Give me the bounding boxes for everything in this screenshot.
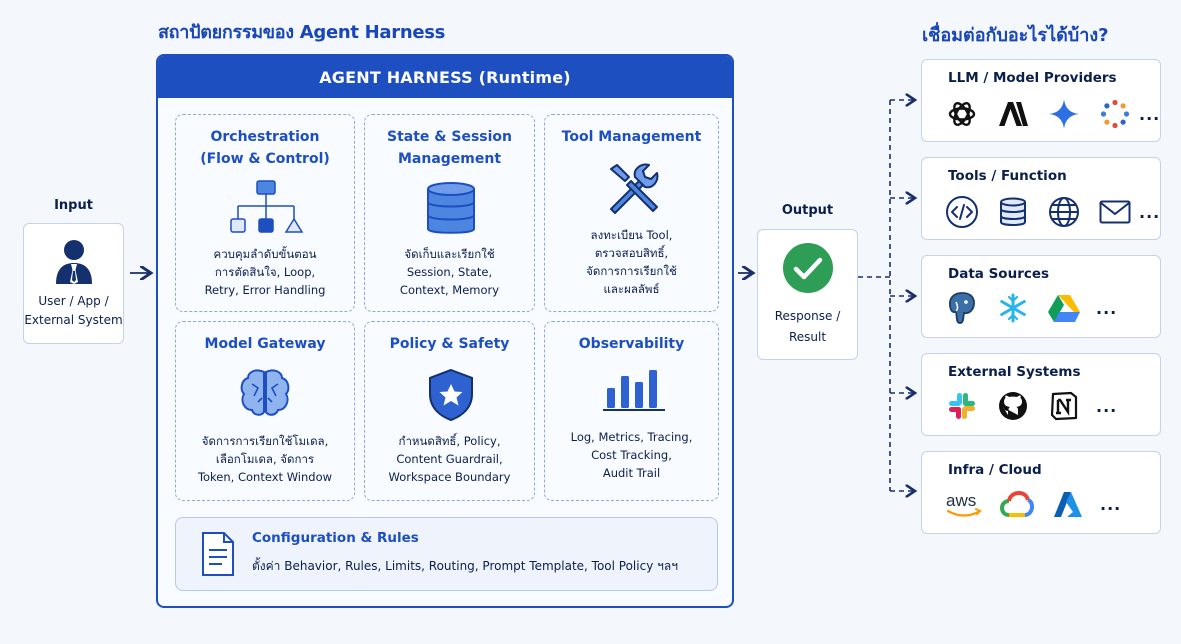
anthropic-icon (995, 96, 1031, 132)
panel-title: LLM / Model Providers (948, 70, 1117, 86)
github-icon (995, 388, 1031, 424)
more-icon: ... (1139, 202, 1161, 222)
panel-title: External Systems (948, 364, 1081, 380)
panel-llm-providers: LLM / Model Providers (921, 59, 1161, 142)
card-title: Model Gateway (204, 336, 326, 352)
output-box: Response / Result (757, 229, 858, 360)
openai-icon (944, 96, 980, 132)
panel-title: Data Sources (948, 266, 1050, 282)
card-state-session: State & Session Management จัดเก็บและเรี… (364, 114, 535, 312)
more-icon: ... (1139, 104, 1161, 124)
card-title: Orchestration (Flow & Control) (200, 129, 330, 167)
input-box: User / App / External System (23, 223, 124, 344)
shield-icon (429, 368, 473, 422)
google-cloud-icon (999, 486, 1035, 522)
mail-icon (1097, 194, 1133, 230)
card-desc: จัดการการเรียกใช้โมเดล, เลือกโมเดล, จัดก… (197, 434, 333, 484)
config-desc: ตั้งค่า Behavior, Rules, Limits, Routing… (252, 559, 678, 573)
panel-infra-cloud: Infra / Cloud aws ... (921, 451, 1161, 534)
panel-external-systems: External Systems (921, 353, 1161, 436)
output-label: Output (781, 203, 834, 218)
more-icon: ... (1096, 396, 1118, 416)
harness-title: AGENT HARNESS (Runtime) (158, 56, 732, 98)
dots-ring-icon (1097, 96, 1133, 132)
azure-icon (1050, 486, 1086, 522)
brain-icon (240, 369, 290, 416)
config-title: Configuration & Rules (252, 530, 419, 546)
card-title: Policy & Safety (389, 336, 510, 352)
card-desc: กำหนดสิทธิ์, Policy, Content Guardrail, … (388, 434, 511, 484)
slack-icon (944, 388, 980, 424)
card-desc: Log, Metrics, Tracing, Cost Tracking, Au… (570, 430, 693, 480)
database-icon (995, 194, 1031, 230)
card-tool-management: Tool Management ลงทะเบียน Tool, ตรวจสอบส… (544, 114, 719, 312)
document-icon (202, 532, 234, 576)
panel-title: Tools / Function (948, 168, 1067, 184)
google-drive-icon (1046, 290, 1082, 326)
config-rules: Configuration & Rules ตั้งค่า Behavior, … (175, 517, 718, 591)
card-policy-safety: Policy & Safety กำหนดสิทธิ์, Policy, Con… (364, 321, 535, 501)
tools-icon (610, 163, 659, 214)
card-model-gateway: Model Gateway จัดการการเรียกใช้โมเดล, เล… (175, 321, 355, 501)
card-observability: Observability Log, Metrics, Tracing, Cos… (544, 321, 719, 501)
card-title: Observability (578, 336, 685, 352)
card-orchestration: Orchestration (Flow & Control) ควบคุมลำด… (175, 114, 355, 312)
card-title: Tool Management (561, 129, 702, 145)
flowchart-icon (230, 180, 304, 233)
card-desc: ควบคุมลำดับขั้นตอน การตัดสินใจ, Loop, Re… (204, 247, 326, 297)
panel-tools-function: Tools / Function (921, 157, 1161, 240)
card-desc: ลงทะเบียน Tool, ตรวจสอบสิทธิ์, จัดการการ… (586, 228, 677, 296)
gemini-icon (1046, 96, 1082, 132)
aws-icon: aws (944, 486, 984, 522)
notion-icon (1046, 388, 1082, 424)
input-text: User / App / External System (24, 293, 123, 327)
agent-harness: AGENT HARNESS (Runtime) Orchestration (F… (156, 54, 734, 608)
output-text: Response / Result (774, 308, 841, 344)
code-icon (944, 194, 980, 230)
page-title: สถาปัตยกรรมของ Agent Harness (158, 22, 446, 43)
postgres-icon (944, 290, 980, 326)
bar-chart-icon (603, 370, 665, 411)
check-circle-icon (782, 242, 833, 293)
more-icon: ... (1100, 494, 1122, 514)
globe-icon (1046, 194, 1082, 230)
more-icon: ... (1096, 298, 1118, 318)
input-label: Input (54, 198, 93, 213)
card-title: State & Session Management (387, 129, 512, 167)
panel-title: Infra / Cloud (948, 462, 1042, 478)
snowflake-icon (995, 290, 1031, 326)
panel-data-sources: Data Sources (921, 255, 1161, 338)
user-icon (55, 239, 92, 284)
svg-text:aws: aws (946, 491, 976, 510)
database-icon (427, 182, 475, 234)
connections-title: เชื่อมต่อกับอะไรได้บ้าง? (922, 25, 1109, 46)
card-desc: จัดเก็บและเรียกใช้ Session, State, Conte… (399, 247, 500, 297)
